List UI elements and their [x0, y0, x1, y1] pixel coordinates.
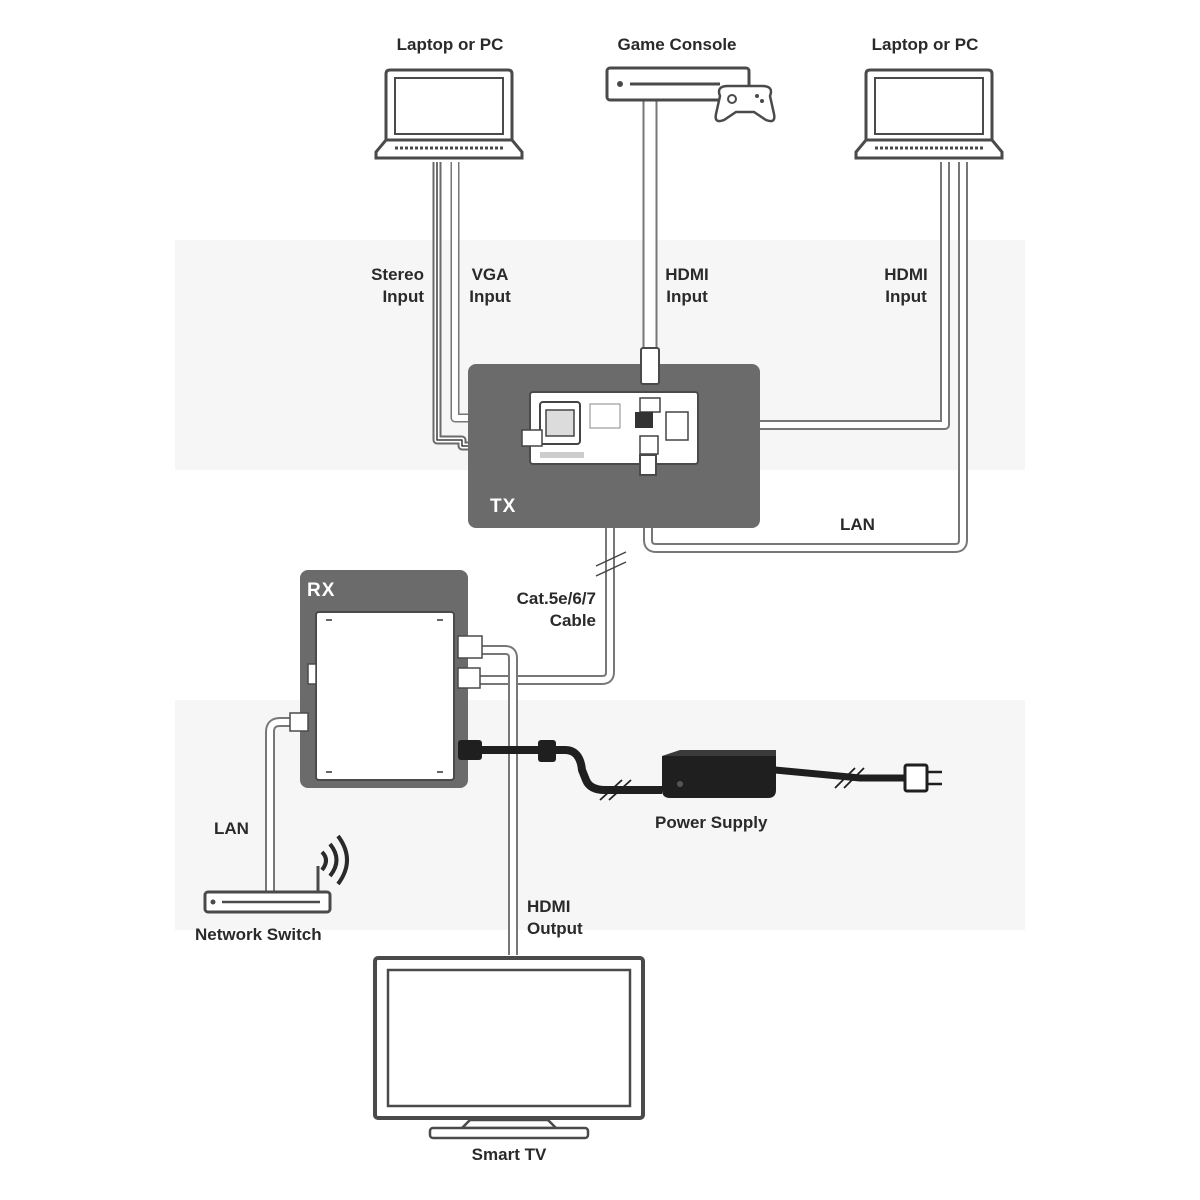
lan-connector-tx: [639, 454, 657, 476]
laptop-left-icon: [374, 68, 524, 160]
game-console-label: Game Console: [617, 35, 737, 54]
laptop-right-label: Laptop or PC: [871, 35, 979, 54]
cat-cable-line1: Cat.5e/6/7: [516, 589, 596, 608]
hdmi-output-label: HDMI Output: [527, 896, 583, 940]
stereo-input-line2: Input: [382, 287, 424, 306]
vga-input-label: VGA Input: [458, 264, 522, 308]
rx-label: RX: [307, 580, 336, 601]
network-switch-icon: [203, 834, 349, 914]
rx-unit: [289, 570, 556, 788]
stereo-input-line1: Stereo: [371, 265, 424, 284]
game-console-icon: [605, 66, 776, 123]
laptop-hdmi-cable: [695, 162, 950, 430]
power-supply-icon: [662, 750, 942, 798]
lan-rx-label: LAN: [214, 819, 249, 838]
lan-cable-tx: [643, 162, 968, 553]
laptop-left-label: Laptop or PC: [396, 35, 504, 54]
vga-input-line2: Input: [469, 287, 511, 306]
hdmi-input-console-label: HDMI Input: [655, 264, 719, 308]
hdmi-connector-tx: [640, 347, 660, 385]
hdmi-output-line1: HDMI: [527, 897, 571, 916]
hdmi-input-laptop-line2: Input: [885, 287, 927, 306]
hdmi-input-console-line2: Input: [666, 287, 708, 306]
lan-tx-label: LAN: [840, 515, 875, 534]
power-plug-icon: [903, 763, 929, 793]
vga-input-line1: VGA: [471, 265, 509, 284]
smart-tv-icon: [373, 956, 645, 1140]
hdmi-input-laptop-line1: HDMI: [884, 265, 928, 284]
cables: [265, 95, 968, 955]
gamepad-icon: [714, 84, 776, 123]
power-cable: [460, 746, 905, 801]
network-switch-label: Network Switch: [195, 925, 322, 944]
laptop-right-icon: [854, 68, 1004, 160]
hdmi-input-console-line1: HDMI: [665, 265, 709, 284]
tx-label: TX: [490, 496, 517, 517]
cat-cable-line2: Cable: [549, 611, 596, 630]
power-supply-label: Power Supply: [655, 813, 768, 832]
cat-cable-label: Cat.5e/6/7 Cable: [480, 588, 596, 632]
stereo-input-label: Stereo Input: [340, 264, 424, 308]
smart-tv-label: Smart TV: [471, 1145, 547, 1164]
hdmi-input-laptop-label: HDMI Input: [874, 264, 938, 308]
hdmi-output-cable: [470, 645, 518, 955]
cat-cable: [470, 465, 627, 685]
tx-unit: [468, 364, 760, 528]
wifi-signal-icon: [320, 834, 349, 886]
lan-cable-rx: [265, 717, 305, 892]
hdmi-output-line2: Output: [527, 919, 583, 938]
